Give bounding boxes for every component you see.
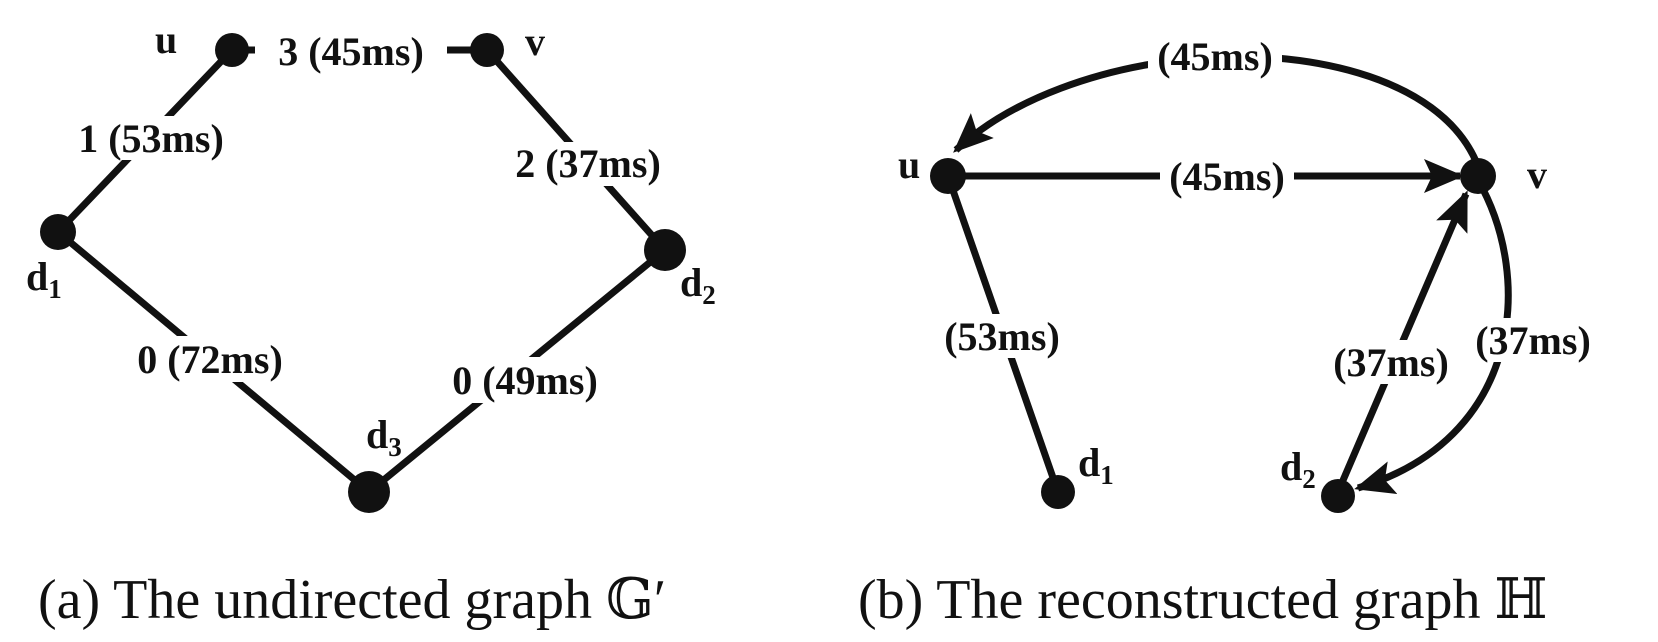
node-label-d1: d1 — [1078, 440, 1114, 490]
node-u — [930, 158, 966, 194]
node-d2 — [1321, 479, 1355, 513]
node-d3 — [348, 471, 390, 513]
edge-label-v-to-u: (45ms) — [1157, 34, 1273, 79]
node-v — [1460, 158, 1496, 194]
node-label-d2: d2 — [680, 260, 716, 310]
panel-b-reconstructed-graph: (45ms) (45ms) (53ms) (37ms) (37ms) u v d… — [858, 34, 1600, 631]
node-label-v: v — [525, 19, 545, 64]
node-label-d2: d2 — [1280, 444, 1316, 494]
edge-label-d1-d3: 0 (72ms) — [137, 337, 283, 382]
node-d2 — [644, 229, 686, 271]
edge-label-bg — [120, 336, 300, 382]
node-d1 — [1041, 475, 1075, 509]
edge-label-bg — [435, 357, 615, 403]
node-label-d3: d3 — [366, 412, 402, 462]
edge-label-v-d2: 2 (37ms) — [515, 141, 661, 186]
edge-label-bg — [1148, 34, 1282, 78]
node-label-u: u — [155, 17, 177, 62]
edge-label-u-to-v: (45ms) — [1169, 154, 1285, 199]
edge-label-v-to-d2: (37ms) — [1475, 318, 1591, 363]
edge-label-bg — [498, 142, 678, 186]
node-label-u: u — [898, 142, 920, 187]
edge-label-u-v: 3 (45ms) — [278, 29, 424, 74]
caption-b: (b) The reconstructed graph ℍ — [858, 569, 1547, 631]
caption-a: (a) The undirected graph 𝔾′ — [38, 569, 666, 631]
edge-label-bg — [1324, 340, 1458, 384]
edge-label-bg — [1466, 318, 1600, 362]
node-label-d1: d1 — [26, 254, 62, 304]
edge-label-bg — [62, 116, 240, 160]
edge-label-d2-to-v: (37ms) — [1333, 340, 1449, 385]
node-d1 — [40, 214, 76, 250]
panel-a-undirected-graph: 3 (45ms) 1 (53ms) 2 (37ms) 0 (72ms) 0 (4… — [26, 17, 716, 631]
edge-label-bg — [255, 28, 447, 72]
edge-label-u-d1: (53ms) — [944, 314, 1060, 359]
node-u — [215, 33, 249, 67]
node-label-v: v — [1527, 152, 1547, 197]
edge-label-d2-d3: 0 (49ms) — [452, 358, 598, 403]
edge-label-u-d1: 1 (53ms) — [78, 116, 224, 161]
edge-label-bg — [1160, 154, 1294, 198]
edge-label-bg — [935, 314, 1069, 358]
node-v — [470, 33, 504, 67]
